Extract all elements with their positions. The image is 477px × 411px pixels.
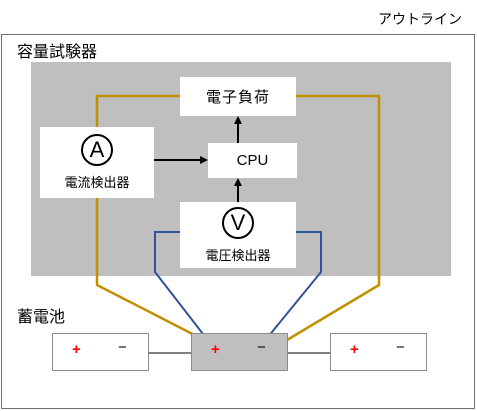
plus-terminal: + xyxy=(72,341,81,358)
battery-cell-middle: + − xyxy=(191,333,288,371)
voltage-wire-left xyxy=(154,231,211,344)
electronic-load-box: 電子負荷 xyxy=(180,77,296,116)
battery-label: 蓄電池 xyxy=(17,307,66,326)
minus-terminal: − xyxy=(396,339,405,356)
plus-terminal: + xyxy=(350,341,359,358)
current-detector-label: 電流検出器 xyxy=(64,176,130,191)
outline-frame xyxy=(1,34,475,409)
outline-label: アウトライン xyxy=(378,12,462,28)
minus-terminal: − xyxy=(118,339,127,356)
current-wire-left-down xyxy=(95,198,211,345)
current-detector-box: A 電流検出器 xyxy=(40,127,154,198)
minus-terminal: − xyxy=(257,339,266,356)
plus-terminal: + xyxy=(211,341,220,358)
current-wire-right xyxy=(281,94,381,345)
voltage-wire-right xyxy=(262,231,322,344)
current-wire-left xyxy=(95,94,180,127)
tester-label: 容量試験器 xyxy=(17,42,98,61)
voltage-detector-box: V 電圧検出器 xyxy=(180,202,296,268)
voltage-detector-label: 電圧検出器 xyxy=(205,248,271,264)
cpu-box: CPU xyxy=(208,143,297,178)
voltmeter-icon: V xyxy=(222,206,254,239)
ammeter-icon: A xyxy=(81,134,113,166)
battery-cell-right: + − xyxy=(330,333,427,371)
battery-cell-left: + − xyxy=(52,333,149,371)
